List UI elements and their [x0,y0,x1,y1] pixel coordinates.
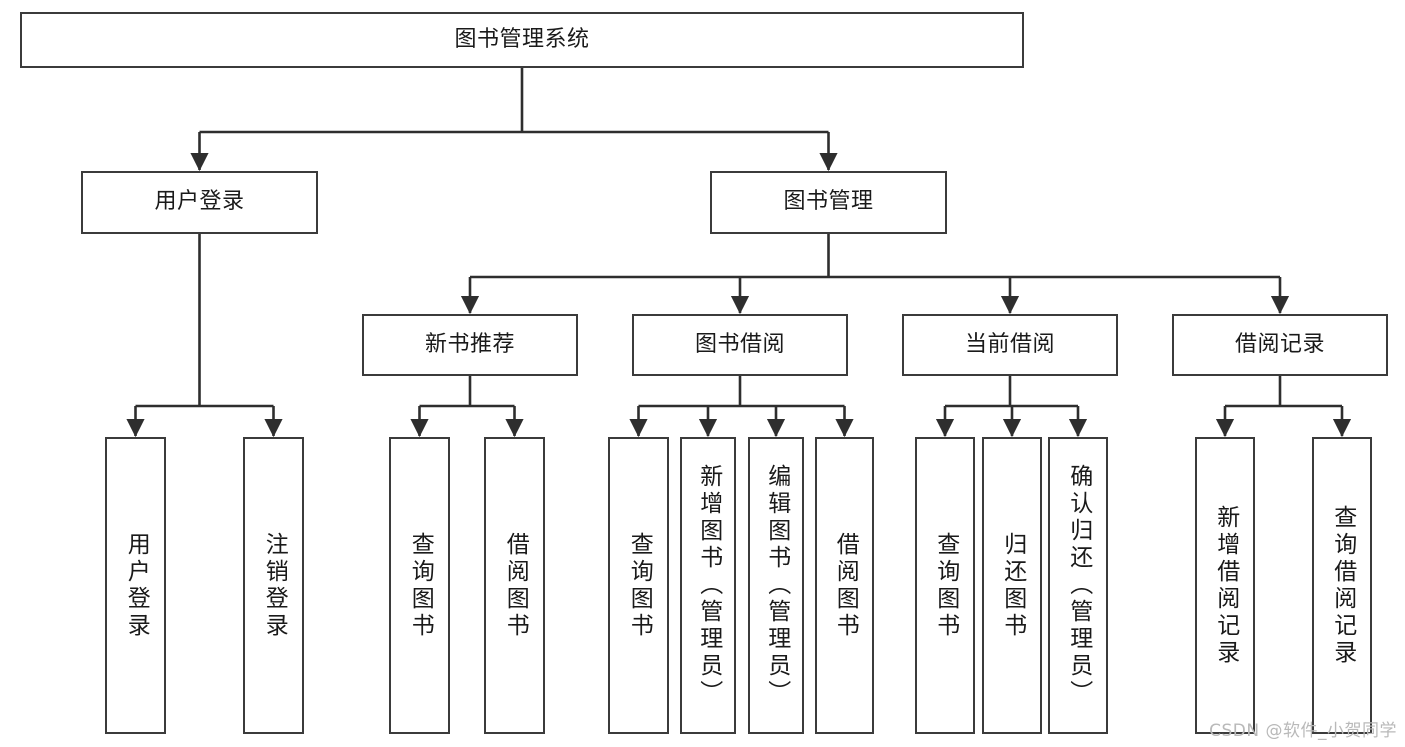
node-leaf-add-record-label: 新增借阅记录 [1212,504,1239,667]
node-leaf-return-book[interactable]: 归还图书 [982,437,1042,734]
node-leaf-query-book-1[interactable]: 查询图书 [389,437,450,734]
node-new-book-recommend[interactable]: 新书推荐 [362,314,578,376]
node-borrow-record-label: 借阅记录 [1234,331,1325,357]
csdn-watermark: CSDN @软件_小贺同学 [1209,721,1397,741]
node-leaf-borrow-book-1-label: 借阅图书 [502,531,529,640]
node-leaf-logout[interactable]: 注销登录 [243,437,304,734]
node-leaf-query-book-2-label: 查询图书 [626,531,653,640]
node-borrow-record[interactable]: 借阅记录 [1172,314,1388,376]
node-leaf-borrow-book-1[interactable]: 借阅图书 [484,437,545,734]
node-leaf-edit-book[interactable]: 编辑图书（管理员） [748,437,804,734]
node-leaf-query-book-1-label: 查询图书 [407,531,434,640]
node-user-login-label: 用户登录 [154,189,245,215]
node-leaf-confirm-return[interactable]: 确认归还（管理员） [1048,437,1108,734]
node-book-borrow-label: 图书借阅 [694,331,785,357]
node-leaf-borrow-book-2-label: 借阅图书 [832,531,859,640]
node-book-manage[interactable]: 图书管理 [710,171,947,234]
node-leaf-add-record[interactable]: 新增借阅记录 [1195,437,1255,734]
node-leaf-confirm-return-label: 确认归还（管理员） [1065,464,1092,707]
node-leaf-borrow-book-2[interactable]: 借阅图书 [815,437,874,734]
node-current-borrow[interactable]: 当前借阅 [902,314,1118,376]
node-current-borrow-label: 当前借阅 [964,331,1055,357]
node-book-manage-label: 图书管理 [783,189,874,215]
node-leaf-edit-book-label: 编辑图书（管理员） [763,464,790,707]
node-book-borrow[interactable]: 图书借阅 [632,314,848,376]
node-new-book-recommend-label: 新书推荐 [424,331,515,357]
node-root[interactable]: 图书管理系统 [20,12,1024,68]
node-leaf-query-book-3-label: 查询图书 [932,531,959,640]
node-leaf-logout-label: 注销登录 [261,531,288,640]
node-leaf-query-book-2[interactable]: 查询图书 [608,437,669,734]
node-leaf-add-book[interactable]: 新增图书（管理员） [680,437,736,734]
node-leaf-query-record-label: 查询借阅记录 [1329,504,1356,667]
node-leaf-add-book-label: 新增图书（管理员） [695,464,722,707]
node-leaf-query-book-3[interactable]: 查询图书 [915,437,975,734]
node-leaf-user-login[interactable]: 用户登录 [105,437,166,734]
node-root-label: 图书管理系统 [454,26,590,52]
node-leaf-user-login-label: 用户登录 [123,531,150,640]
node-leaf-query-record[interactable]: 查询借阅记录 [1312,437,1372,734]
node-leaf-return-book-label: 归还图书 [999,531,1026,640]
node-user-login[interactable]: 用户登录 [81,171,318,234]
